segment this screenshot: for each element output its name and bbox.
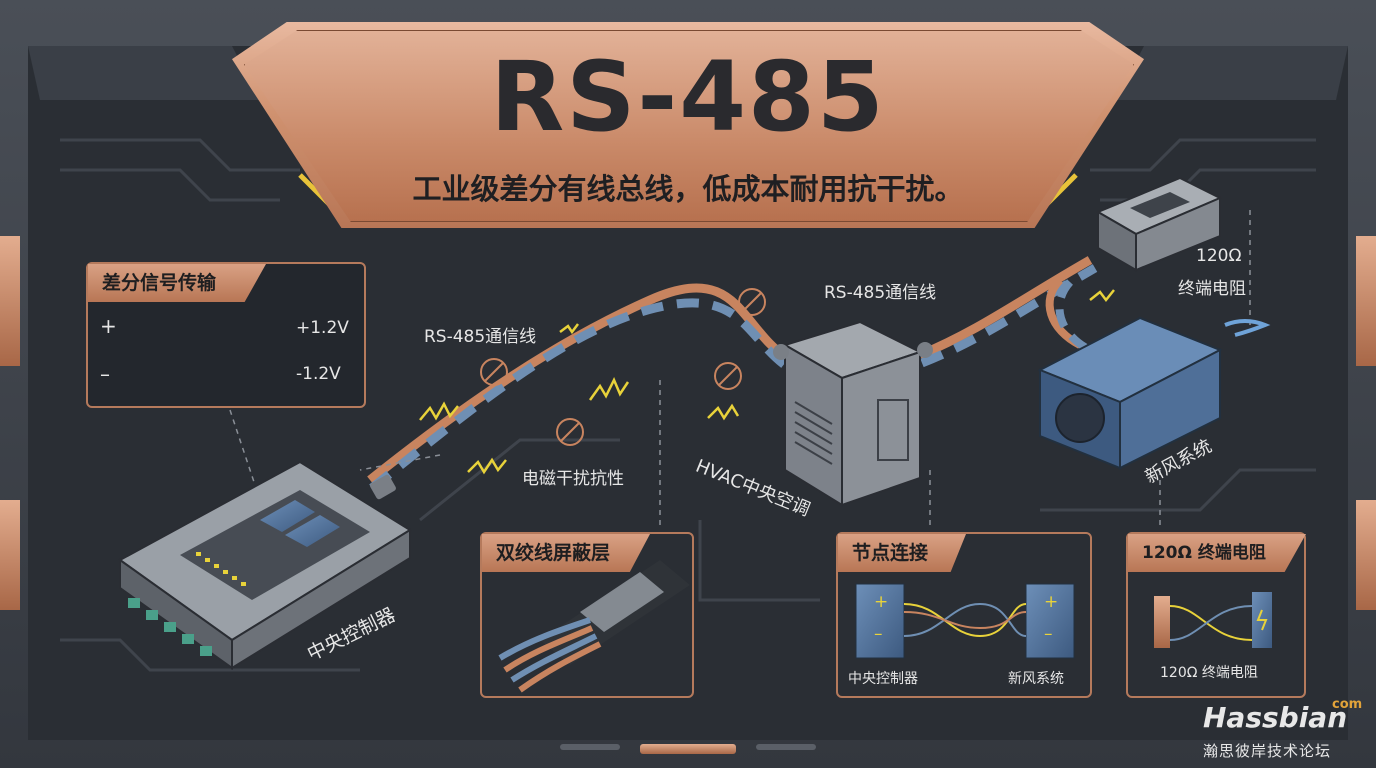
- cable-label-left: RS-485通信线: [424, 327, 537, 347]
- node-left-minus: –: [874, 624, 883, 644]
- watermark-domain-suffix: com: [1332, 697, 1363, 712]
- differential-signal-panel: 差分信号传输: [86, 262, 366, 408]
- diff-plus-voltage: +1.2V: [296, 318, 349, 338]
- diff-minus-sign: –: [100, 362, 110, 386]
- twisted-pair-panel: 双绞线屏蔽层: [480, 532, 694, 698]
- node-connection-panel: 节点连接: [836, 532, 1092, 698]
- node-right-plus: +: [1044, 592, 1059, 612]
- terminator-label-line1: 120Ω: [1196, 246, 1242, 266]
- node-right-label: 新风系统: [1008, 671, 1064, 687]
- emi-label: 电磁干扰抗性: [522, 469, 624, 489]
- termination-illustration: [1154, 592, 1272, 648]
- node-right-minus: –: [1044, 624, 1053, 644]
- diff-minus-voltage: -1.2V: [296, 364, 341, 384]
- watermark-subtitle: 瀚思彼岸技术论坛: [1203, 742, 1332, 760]
- node-left-plus: +: [874, 592, 889, 612]
- controller-box: [118, 460, 412, 670]
- cable-label-right: RS-485通信线: [824, 283, 937, 303]
- page-subtitle: 工业级差分有线总线，低成本耐用抗干扰。: [412, 172, 964, 206]
- node-left-label: 中央控制器: [848, 671, 918, 687]
- diff-plus-sign: +: [100, 314, 117, 338]
- termination-caption: 120Ω 终端电阻: [1160, 665, 1258, 681]
- hvac-unit: [773, 320, 933, 507]
- twisted-pair-illustration: [498, 560, 690, 693]
- terminator-label-line2: 终端电阻: [1178, 279, 1246, 299]
- title-plate: [244, 30, 1134, 222]
- node-connection-illustration: [855, 583, 1075, 659]
- watermark-brand: Hassbian: [1203, 701, 1348, 734]
- differential-signal-title: 差分信号传输: [88, 264, 266, 302]
- page-title: RS-485: [490, 41, 886, 153]
- terminator-device: [1095, 176, 1223, 272]
- termination-panel: 120Ω 终端电阻: [1126, 532, 1306, 698]
- twisted-pair-title: 双绞线屏蔽层: [482, 534, 650, 572]
- fresh-air-unit: [1037, 316, 1271, 470]
- termination-title: 120Ω 终端电阻: [1128, 534, 1306, 572]
- node-connection-title: 节点连接: [838, 534, 966, 572]
